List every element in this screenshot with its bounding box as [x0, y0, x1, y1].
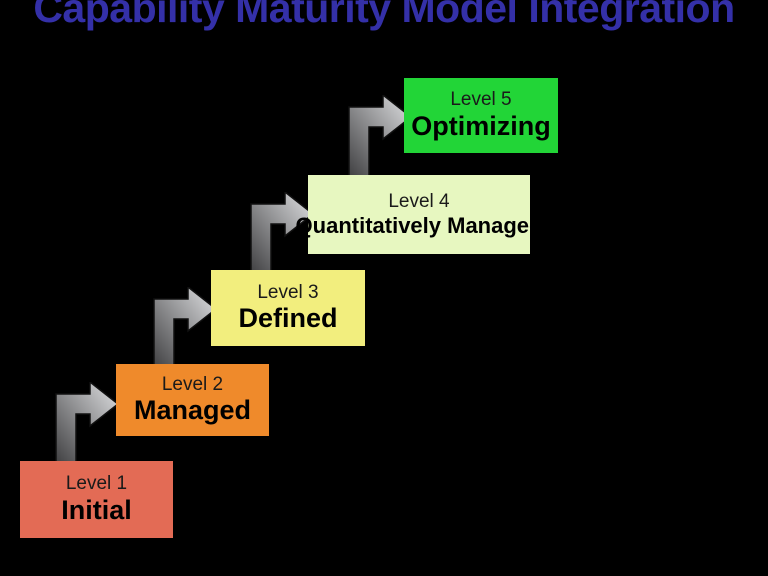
level-tag: Level 1: [65, 473, 128, 495]
level-tag: Level 5: [450, 89, 512, 111]
maturity-level-box-level-2[interactable]: Level 2 Managed: [116, 364, 269, 436]
level-tag: Level 2: [161, 373, 224, 395]
level-name: Optimizing: [411, 110, 551, 141]
maturity-level-box-level-1[interactable]: Level 1 Initial: [20, 461, 173, 538]
elbow-arrow-up-right-icon: [343, 95, 413, 177]
level-tag: Level 4: [388, 190, 450, 212]
elbow-arrow-up-right-icon: [245, 192, 315, 274]
elbow-arrow-up-right-icon: [148, 287, 218, 369]
level-name: Managed: [133, 395, 252, 426]
level-tag: Level 3: [257, 281, 319, 303]
level-name: Quantitatively Managed: [295, 212, 543, 238]
maturity-level-box-level-5[interactable]: Level 5 Optimizing: [404, 78, 558, 153]
page-title: Capability Maturity Model Integration: [33, 0, 735, 31]
elbow-arrow-up-right-icon: [50, 382, 120, 464]
maturity-level-box-level-3[interactable]: Level 3 Defined: [211, 270, 365, 346]
level-name: Initial: [61, 494, 132, 525]
maturity-level-box-level-4[interactable]: Level 4 Quantitatively Managed: [296, 175, 542, 254]
level-name: Defined: [238, 303, 338, 334]
